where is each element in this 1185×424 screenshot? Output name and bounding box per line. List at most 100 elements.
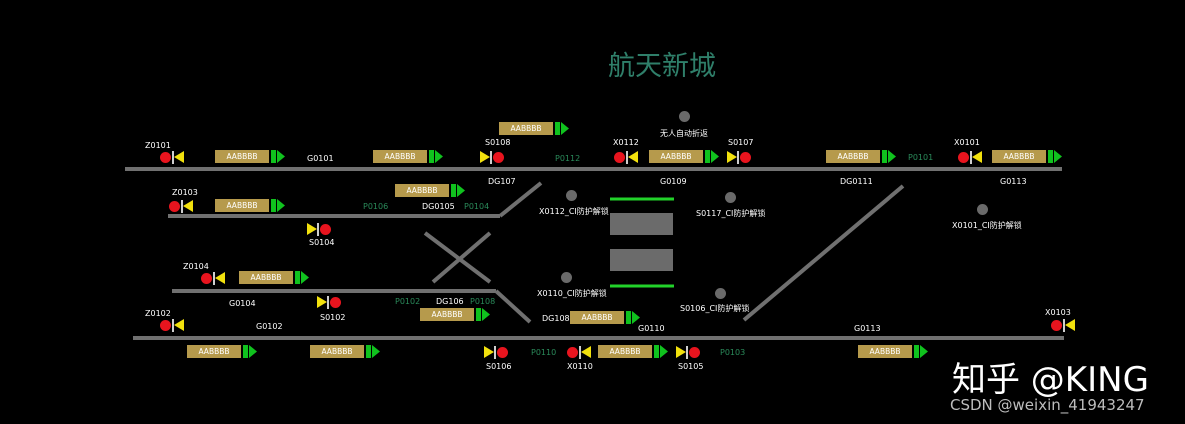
- track-label: G0109: [660, 177, 687, 186]
- signal-post: [737, 151, 739, 164]
- route-label: AABBBB: [373, 150, 427, 163]
- signal-red-lamp[interactable]: [740, 152, 751, 163]
- indicator-lamp[interactable]: [679, 111, 690, 122]
- track-line: [423, 231, 492, 284]
- indicator-lamp[interactable]: [725, 192, 736, 203]
- csdn-watermark: CSDN @weixin_41943247: [950, 396, 1145, 414]
- signal-red-lamp[interactable]: [201, 273, 212, 284]
- track-label: G0113: [854, 324, 881, 333]
- track-label: DG106: [436, 297, 464, 306]
- track-label: DG108: [542, 314, 570, 323]
- signal-post: [490, 151, 492, 164]
- signal-post: [970, 151, 972, 164]
- green-arrow-icon: [626, 311, 640, 324]
- signal-yellow-arrow-icon: [972, 151, 982, 163]
- signal-yellow-arrow-icon: [183, 200, 193, 212]
- signal-post: [213, 272, 215, 285]
- green-arrow-icon: [705, 150, 719, 163]
- signal-red-lamp[interactable]: [567, 347, 578, 358]
- signal-red-lamp[interactable]: [1051, 320, 1062, 331]
- signal-post: [317, 223, 319, 236]
- signal-label: Z0103: [172, 188, 198, 197]
- route-label: AABBBB: [310, 345, 364, 358]
- indicator-lamp[interactable]: [561, 272, 572, 283]
- platform-block: [610, 213, 673, 235]
- signal-red-lamp[interactable]: [958, 152, 969, 163]
- indicator-lamp[interactable]: [566, 190, 577, 201]
- green-arrow-icon: [451, 184, 465, 197]
- signal-red-lamp[interactable]: [320, 224, 331, 235]
- signal-red-lamp[interactable]: [614, 152, 625, 163]
- signal-yellow-arrow-icon: [174, 319, 184, 331]
- track-line: [742, 184, 905, 322]
- signal-red-lamp[interactable]: [689, 347, 700, 358]
- green-arrow-icon: [654, 345, 668, 358]
- green-arrow-icon: [555, 122, 569, 135]
- section-label: P0101: [908, 153, 934, 162]
- route-label: AABBBB: [499, 122, 553, 135]
- signal-label: Z0101: [145, 141, 171, 150]
- station-title: 航天新城: [608, 51, 716, 82]
- route-label: AABBBB: [598, 345, 652, 358]
- section-label: P0112: [555, 154, 581, 163]
- route-label: AABBBB: [239, 271, 293, 284]
- indicator-lamp[interactable]: [977, 204, 988, 215]
- signal-label: S0104: [309, 238, 335, 247]
- track-label: G0104: [229, 299, 256, 308]
- section-label: P0103: [720, 348, 746, 357]
- signal-red-lamp[interactable]: [169, 201, 180, 212]
- section-label: P0108: [470, 297, 496, 306]
- track-label: DG107: [488, 177, 516, 186]
- zhihu-watermark: 知乎 @KING: [952, 360, 1149, 400]
- signal-label: S0106: [486, 362, 512, 371]
- signal-post: [494, 346, 496, 359]
- green-arrow-icon: [476, 308, 490, 321]
- signal-label: Z0102: [145, 309, 171, 318]
- signal-label: X0101: [954, 138, 980, 147]
- section-label: P0106: [363, 202, 389, 211]
- signal-post: [1063, 319, 1065, 332]
- signal-red-lamp[interactable]: [493, 152, 504, 163]
- signal-red-lamp[interactable]: [160, 320, 171, 331]
- route-label: AABBBB: [649, 150, 703, 163]
- green-arrow-icon: [366, 345, 380, 358]
- indicator-label: X0101_CI防护解锁: [952, 221, 1022, 230]
- signal-red-lamp[interactable]: [330, 297, 341, 308]
- route-label: AABBBB: [215, 199, 269, 212]
- signal-post: [686, 346, 688, 359]
- indicator-lamp[interactable]: [715, 288, 726, 299]
- signal-post: [579, 346, 581, 359]
- signal-label: Z0104: [183, 262, 209, 271]
- section-label: P0104: [464, 202, 490, 211]
- signal-label: S0105: [678, 362, 704, 371]
- indicator-label: S0106_CI防护解锁: [680, 304, 750, 313]
- route-label: AABBBB: [992, 150, 1046, 163]
- green-arrow-icon: [243, 345, 257, 358]
- signal-red-lamp[interactable]: [160, 152, 171, 163]
- track-label: G0102: [256, 322, 283, 331]
- route-label: AABBBB: [215, 150, 269, 163]
- signal-post: [181, 200, 183, 213]
- signal-yellow-arrow-icon: [581, 346, 591, 358]
- track-label: G0113: [1000, 177, 1027, 186]
- signal-label: X0110: [567, 362, 593, 371]
- signal-yellow-arrow-icon: [215, 272, 225, 284]
- signal-yellow-arrow-icon: [676, 346, 686, 358]
- section-label: P0102: [395, 297, 421, 306]
- green-arrow-icon: [429, 150, 443, 163]
- green-arrow-icon: [1048, 150, 1062, 163]
- signal-yellow-arrow-icon: [484, 346, 494, 358]
- indicator-label: 无人自动折返: [660, 129, 708, 138]
- signal-post: [172, 319, 174, 332]
- signal-yellow-arrow-icon: [628, 151, 638, 163]
- track-line: [494, 289, 532, 324]
- track-line: [431, 231, 492, 284]
- signal-post: [172, 151, 174, 164]
- signal-yellow-arrow-icon: [1065, 319, 1075, 331]
- signal-yellow-arrow-icon: [727, 151, 737, 163]
- track-line: [498, 181, 543, 218]
- signal-yellow-arrow-icon: [317, 296, 327, 308]
- green-arrow-icon: [271, 199, 285, 212]
- signal-red-lamp[interactable]: [497, 347, 508, 358]
- route-label: AABBBB: [395, 184, 449, 197]
